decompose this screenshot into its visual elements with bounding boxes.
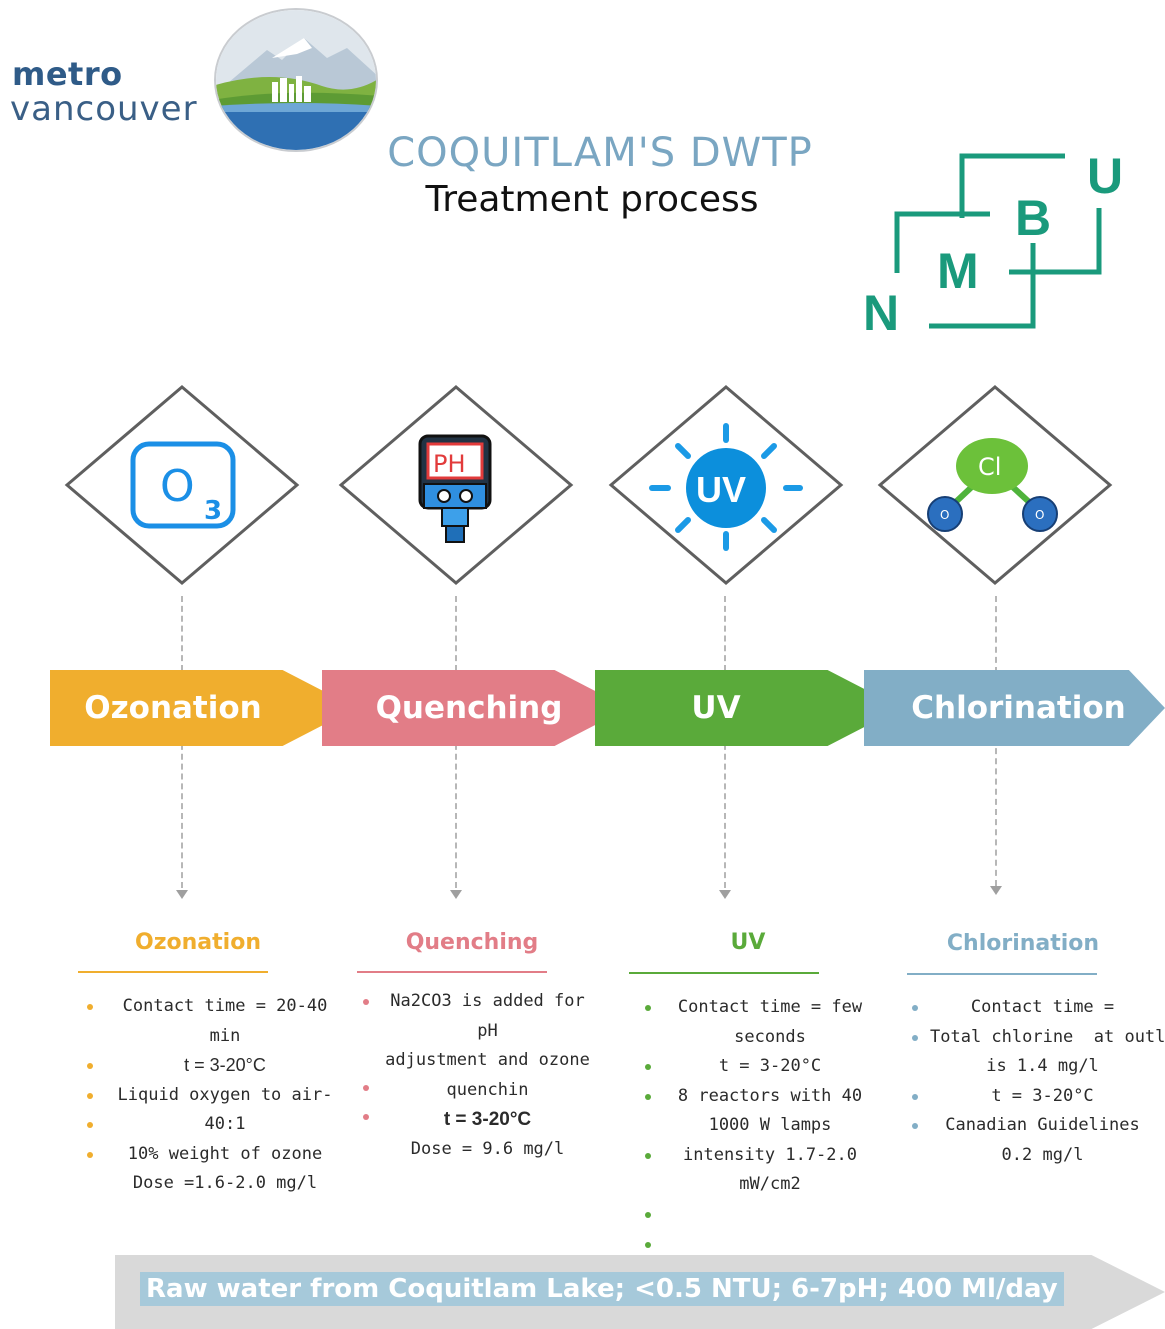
- chlorination-detail-line: Total chlorine at outlet: [930, 1026, 1165, 1047]
- metro-vancouver-logo-icon: [214, 8, 378, 152]
- uv-bullet: [645, 1064, 651, 1070]
- uv-detail-line: t = 3-20°C: [718, 1056, 822, 1076]
- ozonation-bullet: [87, 1063, 93, 1069]
- uv-bullet: [645, 1005, 651, 1011]
- uv-bullet: [645, 1242, 651, 1248]
- uv-section-title: UV: [730, 930, 766, 955]
- quenching-detail-line: quenchin: [446, 1079, 529, 1100]
- uv-detail-line: seconds: [734, 1026, 806, 1047]
- nmbu-letter-b: B: [1015, 190, 1051, 246]
- sun-icon: [649, 423, 803, 551]
- uv-bullet: [645, 1212, 651, 1218]
- chlorination-section-rule: [907, 973, 1097, 975]
- chlorination-detail-line: Contact time =: [970, 997, 1115, 1017]
- oxygen-right-label: O: [1035, 508, 1044, 522]
- quenching-section-title: Quenching: [405, 930, 539, 955]
- stage-chlorination: Chlorination: [864, 670, 1165, 746]
- nmbu-letter-u: U: [1087, 148, 1123, 204]
- ozonation-diamond: O 3: [64, 385, 300, 585]
- quenching-bullet: [363, 1114, 369, 1120]
- nmbu-letter-m: M: [937, 243, 979, 299]
- chlorination-detail-line: t = 3-20°C: [991, 1085, 1094, 1106]
- logo-vancouver-text: vancouver: [10, 89, 198, 129]
- quenching-bullet: [363, 1085, 369, 1091]
- stage-quenching: Quenching: [322, 670, 628, 746]
- ozone-subscript: 3: [204, 496, 222, 526]
- stage-ozonation-label: Ozonation: [84, 690, 262, 726]
- uv-connector-arrow-icon: [719, 890, 731, 899]
- ozonation-bullet: [87, 1152, 93, 1158]
- quenching-section-rule: [357, 971, 547, 973]
- ozonation-bullet: [87, 1122, 93, 1128]
- chlorination-detail-line: is 1.4 mg/l: [986, 1056, 1099, 1076]
- quenching-detail-line: Na2CO3 is added for pH: [390, 991, 585, 1041]
- ozone-icon: [130, 441, 236, 529]
- chlorination-bullet: [912, 1035, 918, 1041]
- raw-water-banner-text: Raw water from Coquitlam Lake; <0.5 NTU;…: [140, 1272, 1064, 1306]
- chlorination-diamond: Cl O O: [877, 385, 1113, 585]
- chlorination-connector-arrow-icon: [990, 886, 1002, 895]
- uv-bullet: [645, 1153, 651, 1159]
- ozonation-bullet: [87, 1093, 93, 1099]
- uv-detail-line: 8 reactors with 40: [677, 1085, 863, 1106]
- ph-meter-icon: PH: [418, 434, 492, 543]
- page-title: COQUITLAM'S DWTP: [387, 130, 813, 176]
- chlorine-label: Cl: [978, 453, 1001, 481]
- uv-details: Contact time = few seconds t = 3-20°C 8 …: [665, 993, 875, 1200]
- ozonation-connector-arrow-icon: [176, 890, 188, 899]
- nmbu-logo-icon: U B M N: [863, 148, 1123, 338]
- uv-diamond: UV: [608, 385, 844, 585]
- quenching-details: Na2CO3 is added for pH adjustment and oz…: [380, 987, 595, 1164]
- chlorination-detail-line: 0.2 mg/l: [1001, 1144, 1084, 1165]
- quenching-detail-line: t = 3-20°C: [443, 1109, 532, 1130]
- ozonation-bullet: [87, 1004, 93, 1010]
- quenching-detail-line: adjustment and ozone: [385, 1050, 590, 1070]
- logo-metro-text: metro: [12, 55, 123, 93]
- uv-section-rule: [629, 972, 819, 974]
- ozonation-section-rule: [78, 971, 268, 973]
- ozonation-detail-line: t = 3-20°C: [184, 1055, 266, 1075]
- stage-ozonation: Ozonation: [50, 670, 356, 746]
- ozonation-section-title: Ozonation: [135, 930, 261, 955]
- quenching-bullet: [363, 999, 369, 1005]
- stage-chlorination-label: Chlorination: [911, 690, 1126, 726]
- ozonation-details: Contact time = 20-40 min t = 3-20°C Liqu…: [110, 992, 340, 1199]
- chlorination-section-title: Chlorination: [946, 931, 1100, 956]
- uv-bullet: [645, 1094, 651, 1100]
- quenching-diamond: PH: [338, 385, 574, 585]
- uv-icon-label: UV: [696, 469, 746, 510]
- chlorination-detail-line: Canadian Guidelines: [945, 1115, 1140, 1135]
- stage-uv: UV: [595, 670, 901, 746]
- oxygen-left-label: O: [940, 508, 949, 522]
- uv-detail-line: mW/cm2: [739, 1174, 801, 1194]
- ozonation-detail-line: Liquid oxygen to air-40:1: [117, 1084, 333, 1135]
- page-subtitle: Treatment process: [425, 179, 759, 220]
- quenching-connector-arrow-icon: [450, 890, 462, 899]
- uv-detail-line: 1000 W lamps: [708, 1115, 832, 1135]
- ozonation-detail-line: min: [209, 1025, 241, 1046]
- chlorination-details: Contact time = Total chlorine at outlet …: [930, 993, 1165, 1170]
- chlorination-bullet: [912, 1123, 918, 1129]
- uv-detail-line: Contact time = few: [677, 997, 863, 1017]
- ozonation-detail-line: Dose =1.6-2.0 mg/l: [132, 1173, 318, 1193]
- chlorination-bullet: [912, 1094, 918, 1100]
- ozonation-detail-line: 10% weight of ozone: [127, 1143, 323, 1164]
- ph-label: PH: [433, 450, 466, 478]
- ozonation-detail-line: Contact time = 20-40: [122, 996, 328, 1016]
- chlorination-bullet: [912, 1005, 918, 1011]
- nmbu-letter-n: N: [863, 285, 899, 338]
- molecule-icon: Cl O O: [927, 438, 1058, 532]
- stage-uv-label: UV: [691, 690, 741, 726]
- ozone-symbol: O: [160, 461, 195, 512]
- quenching-detail-line: Dose = 9.6 mg/l: [410, 1138, 565, 1159]
- uv-detail-line: intensity 1.7-2.0: [683, 1144, 857, 1165]
- stage-quenching-label: Quenching: [375, 690, 563, 726]
